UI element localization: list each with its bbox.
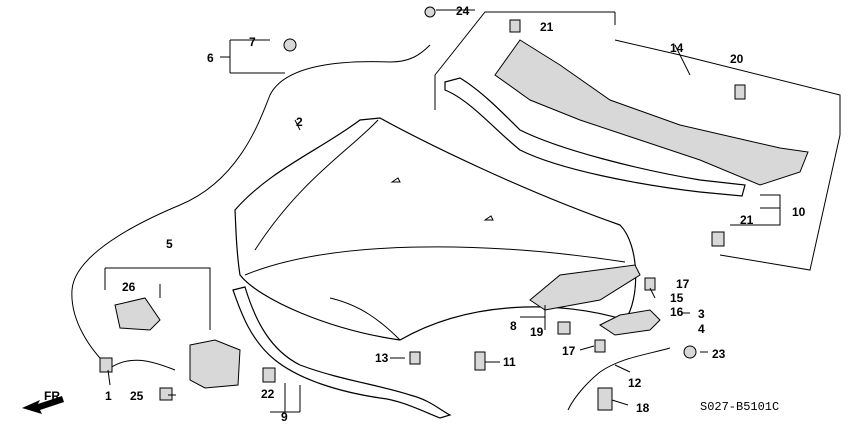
callout-22: 22: [261, 387, 275, 401]
hood-hinge: [599, 309, 661, 336]
cowl-top-cover: [494, 39, 809, 186]
callout-17-top: 17: [676, 277, 690, 291]
callout-4: 4: [698, 322, 705, 336]
bolt-24: [424, 6, 436, 18]
callout-26: 26: [122, 280, 136, 294]
hood-release-cable: [71, 44, 431, 369]
callout-8: 8: [510, 319, 517, 333]
callout-2: 2: [296, 115, 303, 129]
front-direction-arrow-icon: [22, 396, 64, 414]
callout-20: 20: [730, 52, 744, 66]
callout-7: 7: [249, 35, 256, 49]
latch-bracket: [114, 297, 161, 331]
cowl-seal: [444, 77, 746, 197]
callout-11: 11: [503, 355, 516, 369]
clip-21-bottom: [711, 231, 725, 247]
callout-12: 12: [628, 376, 642, 390]
callout-6: 6: [207, 51, 214, 65]
hood-release-cable-lower: [109, 359, 176, 371]
cowl-group-box: [434, 11, 841, 271]
callout-23: 23: [712, 347, 726, 361]
callout-21-top: 21: [540, 20, 554, 34]
callout-21-bottom: 21: [740, 213, 754, 227]
bolt-17-bottom: [594, 339, 606, 353]
callout-15: 15: [670, 291, 684, 305]
clip-22: [262, 367, 276, 383]
callout-14: 14: [670, 41, 684, 55]
callout-24: 24: [456, 4, 470, 18]
bolt-17-top: [644, 277, 656, 291]
grommet-7: [283, 38, 297, 52]
callout-3: 3: [698, 307, 705, 321]
hood-latch: [189, 339, 241, 389]
clip-19: [557, 321, 571, 335]
holder-18: [597, 387, 613, 411]
callout-1: 1: [105, 389, 112, 403]
clip-1: [99, 357, 113, 373]
bolt-25: [159, 387, 173, 401]
bumper-13: [409, 351, 421, 365]
grommet-23: [683, 345, 697, 359]
callout-16: 16: [670, 305, 684, 319]
callout-19: 19: [530, 325, 544, 339]
callout-13: 13: [375, 351, 389, 365]
callout-5: 5: [166, 237, 173, 251]
latch-group-box: [104, 267, 211, 330]
front-direction-label: FR.: [44, 389, 63, 403]
clip-11: [474, 351, 486, 371]
callout-9: 9: [281, 410, 288, 424]
callout-17-bottom: 17: [562, 344, 576, 358]
part-code: S027-B5101C: [700, 400, 779, 414]
clip-21-top: [509, 19, 521, 33]
clip-20: [734, 84, 746, 100]
callout-10: 10: [792, 205, 806, 219]
hood-support-rod: [567, 347, 671, 411]
callout-18: 18: [636, 401, 650, 415]
hood-seal-strip: [232, 286, 452, 419]
callout-25: 25: [130, 389, 144, 403]
